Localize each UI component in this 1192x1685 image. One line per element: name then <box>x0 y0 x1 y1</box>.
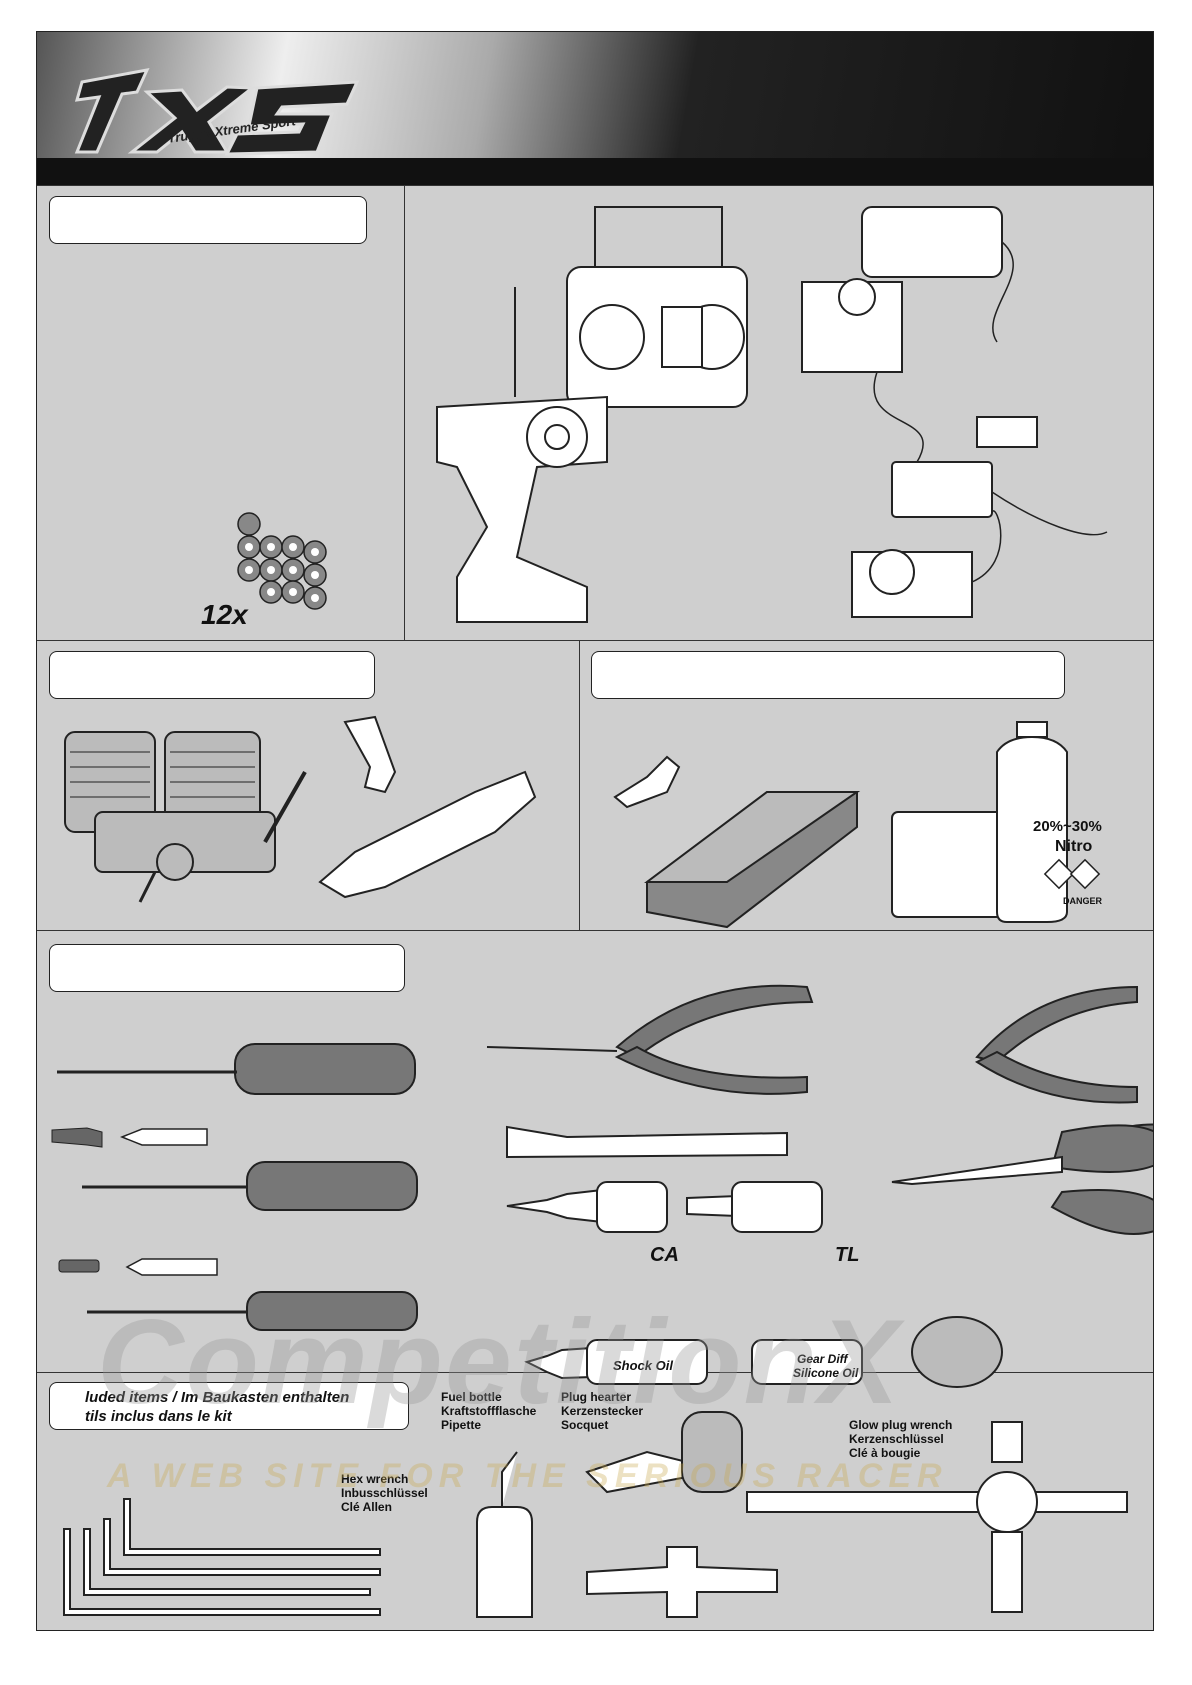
starter-accessories <box>613 721 1068 929</box>
plug-heater-fr: Socquet <box>561 1418 609 1432</box>
glow-wrench-de: Kerzenschlüssel <box>849 1432 944 1446</box>
engine-label-box <box>49 651 375 699</box>
radio-transmitters <box>436 206 748 623</box>
divider <box>579 640 580 930</box>
included-label-box <box>49 1382 409 1430</box>
hex-wrench-fr: Clé Allen <box>341 1500 392 1514</box>
watermark-tagline: A WEB SITE FOR THE SERIOUS RACER <box>107 1457 948 1495</box>
included-tools <box>63 1411 1128 1618</box>
included-label-line1: luded items / Im Baukasten enthalten <box>85 1389 350 1406</box>
silicone-oil-label: Silicone Oil <box>793 1366 859 1380</box>
tools-label-box <box>49 944 405 992</box>
divider <box>37 185 1153 186</box>
hazard-icon <box>1043 858 1101 890</box>
screwdrivers <box>51 1043 418 1331</box>
fuel-bottle-fr: Pipette <box>441 1418 482 1432</box>
servos-receiver <box>801 206 1108 618</box>
battery-count: 12x <box>201 599 248 630</box>
accessories-label-box <box>591 651 1065 699</box>
watermark-brand: CompetitionX <box>97 1295 901 1429</box>
nitro-engine <box>64 715 537 903</box>
manual-page: Truggy Xtreme Sport luded items / Im Bau… <box>36 31 1154 1631</box>
gear-diff-label: Gear Diff <box>797 1352 848 1366</box>
glow-wrench-fr: Clé à bougie <box>849 1446 921 1460</box>
shock-oil-label: Shock Oil <box>613 1358 673 1373</box>
divider <box>37 930 1153 931</box>
header-strip <box>37 158 1153 185</box>
divider <box>404 185 405 640</box>
glue-bottles <box>506 1181 1003 1388</box>
nitro-warning: DANGER <box>1063 896 1103 906</box>
lexan-scissors <box>891 1124 1153 1235</box>
plug-heater-de: Kerzenstecker <box>561 1404 644 1418</box>
glow-wrench-en: Glow plug wrench <box>849 1418 953 1432</box>
txs-logo <box>74 68 360 156</box>
ca-glue-label: CA <box>650 1244 679 1266</box>
batteries-label-box <box>49 196 367 244</box>
divider <box>37 640 1153 641</box>
plug-heater-en: Plug hearter <box>561 1390 632 1404</box>
fuel-bottle-en: Fuel bottle <box>441 1390 502 1404</box>
hex-wrench-de: Inbusschlüssel <box>341 1486 428 1500</box>
aa-batteries <box>237 512 327 610</box>
included-label-line2: tils inclus dans le kit <box>85 1408 232 1425</box>
nitro-percent: 20%~30% <box>1033 818 1102 835</box>
hex-wrench-en: Hex wrench <box>341 1472 409 1486</box>
nitro-name: Nitro <box>1055 838 1093 855</box>
fuel-bottle-de: Kraftstoffflasche <box>441 1404 537 1418</box>
tl-threadlock-label: TL <box>835 1244 860 1266</box>
